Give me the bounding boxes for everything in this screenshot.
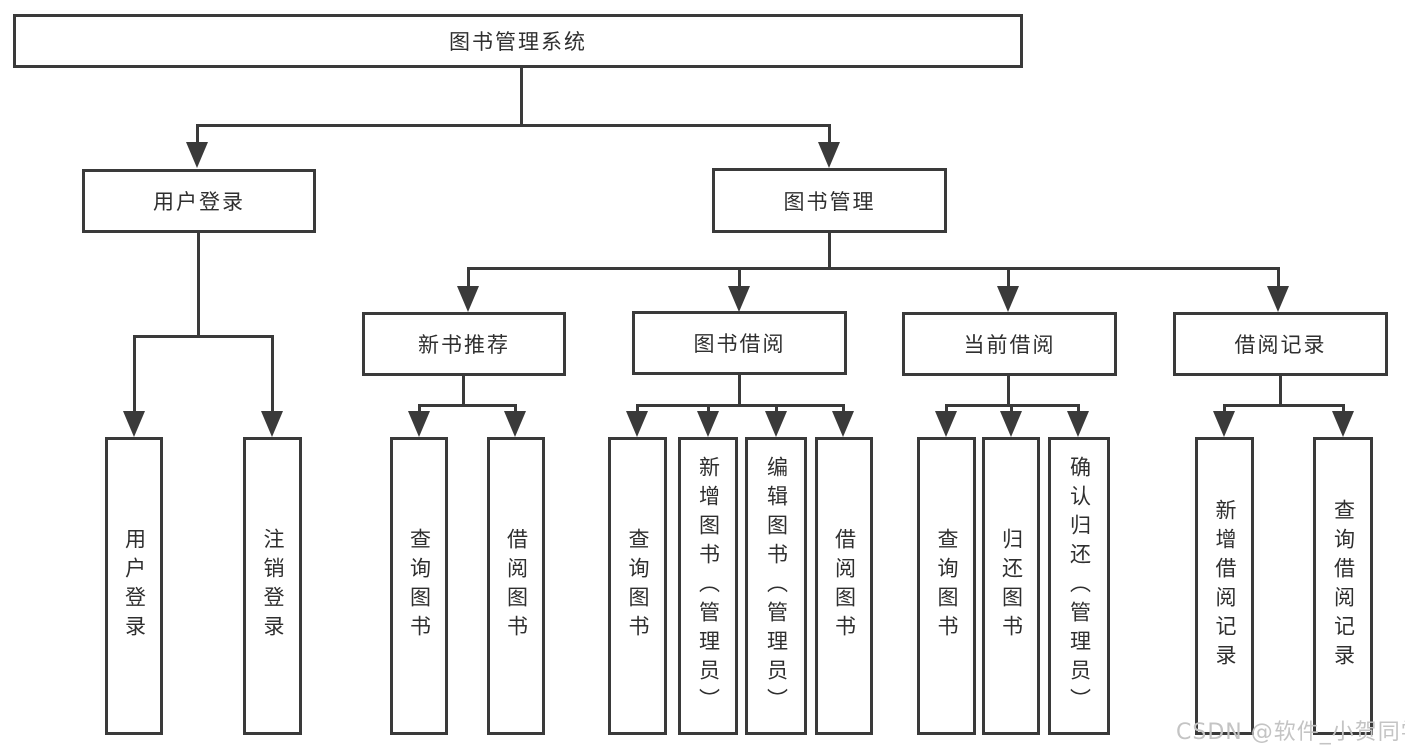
node-user-login-label: 用户登录 [153, 190, 245, 214]
node-borrow-records: 借阅记录 [1173, 312, 1388, 376]
connector-book-borrow-hline [636, 404, 845, 407]
leaf-borrow-borrow-label: 借阅图书 [832, 528, 857, 644]
connector-drop [636, 404, 639, 413]
arrow-down-icon [504, 411, 526, 437]
leaf-borrow-add-label: 新增图书（管理员） [696, 455, 721, 717]
connector-borrow-records-stem [1279, 374, 1282, 406]
leaf-newbooks-query-label: 查询图书 [407, 528, 432, 644]
leaf-current-confirm: 确认归还（管理员） [1048, 437, 1110, 735]
node-current-borrow: 当前借阅 [902, 312, 1117, 376]
arrow-down-icon [1267, 286, 1289, 312]
connector-new-books-hline [418, 404, 517, 407]
arrow-down-icon [818, 142, 840, 168]
arrow-down-icon [626, 411, 648, 437]
connector-borrow-records-hline [1223, 404, 1345, 407]
connector-drop-current-borrow [1007, 267, 1010, 288]
connector-drop [418, 404, 421, 413]
connector-level3-hline [467, 267, 1280, 270]
node-book-mgmt-label: 图书管理 [783, 189, 876, 214]
leaf-current-query-label: 查询图书 [935, 528, 959, 644]
node-new-books-label: 新书推荐 [418, 333, 510, 357]
leaf-borrow-borrow: 借阅图书 [815, 437, 873, 735]
connector-level1-hline [196, 124, 831, 127]
arrow-down-icon [186, 142, 208, 168]
csdn-watermark: CSDN @软件_小贺同学 [1176, 720, 1405, 745]
connector-root-stem [520, 66, 523, 126]
arrow-down-icon [935, 411, 957, 437]
node-book-mgmt: 图书管理 [712, 168, 947, 233]
connector-drop [1077, 404, 1080, 413]
connector-drop [1223, 404, 1226, 413]
leaf-records-query: 查询借阅记录 [1313, 437, 1373, 735]
arrow-down-icon [457, 286, 479, 312]
connector-book-borrow-stem [738, 373, 741, 406]
leaf-current-confirm-label: 确认归还（管理员） [1067, 455, 1092, 717]
node-book-borrow: 图书借阅 [632, 311, 847, 375]
connector-drop [1010, 404, 1013, 413]
connector-drop-new-books [467, 267, 470, 288]
arrow-down-icon [728, 286, 750, 312]
connector-drop [842, 404, 845, 413]
connector-drop [945, 404, 948, 413]
connector-drop-user-login [196, 124, 199, 146]
arrow-down-icon [697, 411, 719, 437]
leaf-current-query: 查询图书 [917, 437, 976, 735]
connector-drop [775, 404, 778, 413]
arrow-down-icon [1067, 411, 1089, 437]
arrow-down-icon [408, 411, 430, 437]
connector-drop-book-borrow [738, 267, 741, 288]
connector-drop-borrow-records [1277, 267, 1280, 288]
arrow-down-icon [123, 411, 145, 437]
leaf-current-return: 归还图书 [982, 437, 1040, 735]
node-user-login: 用户登录 [82, 169, 316, 233]
leaf-logout-label: 注销登录 [261, 528, 285, 644]
connector-drop [1342, 404, 1345, 413]
leaf-logout: 注销登录 [243, 437, 302, 735]
leaf-borrow-query-label: 查询图书 [626, 528, 650, 644]
connector-drop-login [133, 335, 136, 413]
leaf-newbooks-borrow: 借阅图书 [487, 437, 545, 735]
node-current-borrow-label: 当前借阅 [963, 333, 1056, 357]
node-book-borrow-label: 图书借阅 [693, 332, 786, 356]
arrow-down-icon [261, 411, 283, 437]
connector-drop-book-mgmt [828, 124, 831, 146]
arrow-down-icon [832, 411, 854, 437]
connector-book-mgmt-stem [828, 231, 831, 269]
leaf-records-add: 新增借阅记录 [1195, 437, 1254, 735]
node-new-books: 新书推荐 [362, 312, 566, 376]
connector-current-borrow-stem [1007, 374, 1010, 406]
connector-drop-logout [271, 335, 274, 413]
node-root-label: 图书管理系统 [449, 30, 587, 54]
leaf-borrow-add: 新增图书（管理员） [678, 437, 738, 735]
node-root: 图书管理系统 [13, 14, 1023, 68]
arrow-down-icon [765, 411, 787, 437]
leaf-user-login: 用户登录 [105, 437, 163, 735]
connector-new-books-stem [462, 374, 465, 406]
leaf-borrow-edit: 编辑图书（管理员） [745, 437, 807, 735]
leaf-newbooks-query: 查询图书 [390, 437, 448, 735]
connector-user-login-stem [197, 231, 200, 337]
leaf-current-return-label: 归还图书 [999, 528, 1024, 644]
leaf-records-query-label: 查询借阅记录 [1331, 499, 1356, 673]
leaf-borrow-query: 查询图书 [608, 437, 667, 735]
leaf-records-add-label: 新增借阅记录 [1213, 499, 1237, 673]
arrow-down-icon [1000, 411, 1022, 437]
connector-drop [514, 404, 517, 413]
connector-drop [707, 404, 710, 413]
node-borrow-records-label: 借阅记录 [1234, 333, 1327, 357]
leaf-user-login-label: 用户登录 [122, 528, 147, 644]
arrow-down-icon [1332, 411, 1354, 437]
arrow-down-icon [1213, 411, 1235, 437]
arrow-down-icon [997, 286, 1019, 312]
connector-user-login-hline [133, 335, 274, 338]
leaf-newbooks-borrow-label: 借阅图书 [504, 528, 529, 644]
leaf-borrow-edit-label: 编辑图书（管理员） [764, 455, 789, 717]
